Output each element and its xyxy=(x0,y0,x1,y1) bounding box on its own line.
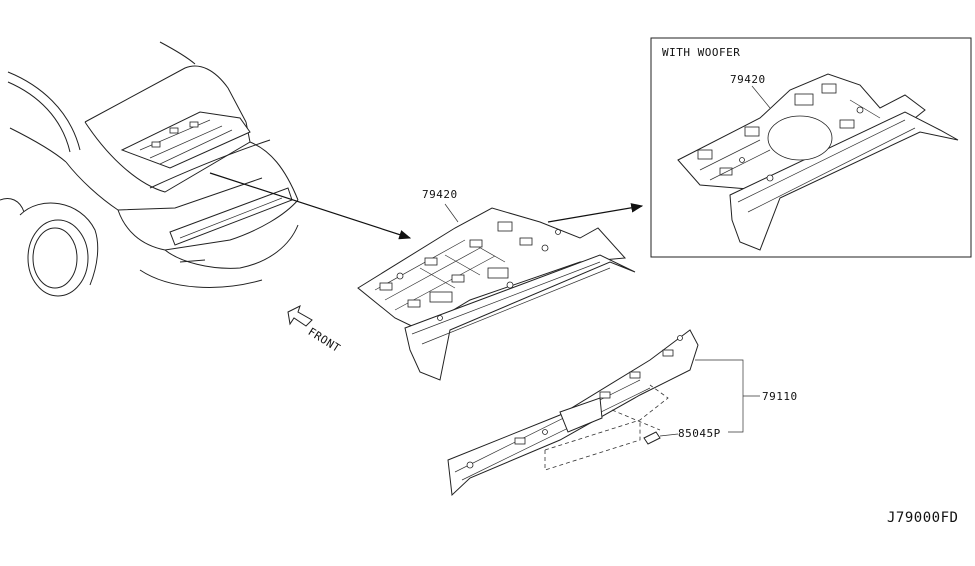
woofer-parcel-shelf-part xyxy=(677,73,959,251)
woofer-variant-inset-frame xyxy=(650,37,972,258)
pointer-arrow-icon xyxy=(209,172,412,240)
inset-title: WITH WOOFER xyxy=(662,46,741,59)
inset-part-number: 79420 xyxy=(730,73,766,86)
front-direction-arrow-icon xyxy=(287,305,313,327)
diagram-code: J79000FD xyxy=(887,510,959,526)
rear-panel-part xyxy=(447,329,699,497)
clip-callout: 85045P xyxy=(678,427,721,440)
rear-panel-callout: 79110 xyxy=(762,390,798,403)
clip-part xyxy=(643,431,661,445)
rear-parcel-shelf-part xyxy=(357,207,636,381)
parcel-shelf-callout: 79420 xyxy=(422,188,458,201)
vehicle-rear-outline xyxy=(0,41,299,297)
pointer-arrow-icon xyxy=(547,203,644,223)
